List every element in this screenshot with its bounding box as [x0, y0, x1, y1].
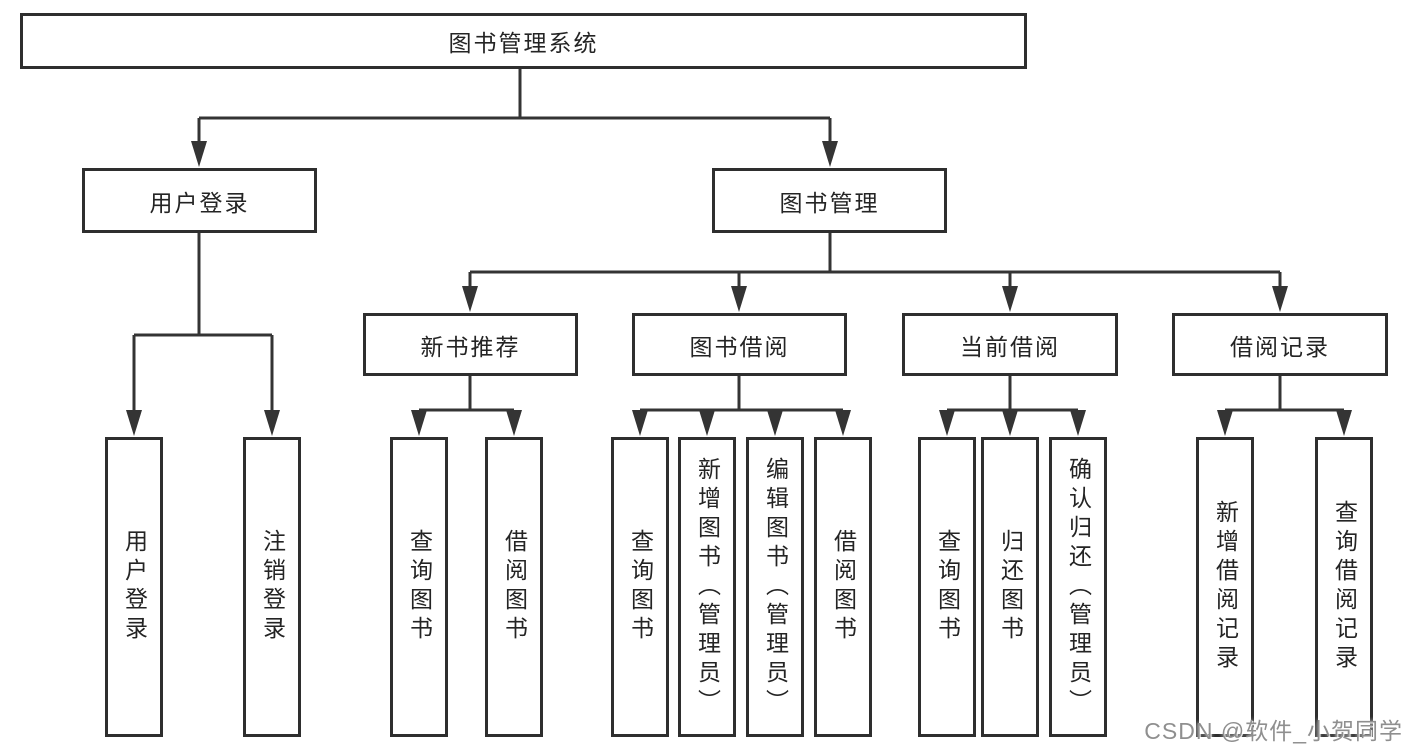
- node-borrow-record-label: 借阅记录: [1230, 333, 1330, 360]
- leaf-confirm-return-admin: 确认归还（管理员）: [1049, 437, 1107, 737]
- node-book-management-label: 图书管理: [779, 189, 880, 216]
- leaf-logout: 注销登录: [243, 437, 301, 737]
- leaf-add-books-admin-label: 新增图书（管理员）: [694, 456, 721, 718]
- connector-new-book-recommend-to-leaves: [411, 376, 522, 436]
- leaf-logout-label: 注销登录: [259, 529, 286, 645]
- leaf-borrow-books-label: 借阅图书: [830, 529, 857, 645]
- node-user-login-label: 用户登录: [149, 189, 250, 216]
- leaf-query-books-recommend: 查询图书: [390, 437, 448, 737]
- leaf-query-borrow-record-label: 查询借阅记录: [1331, 500, 1358, 674]
- leaf-borrow-books-recommend: 借阅图书: [485, 437, 543, 737]
- node-book-management: 图书管理: [712, 168, 947, 233]
- leaf-borrow-books: 借阅图书: [814, 437, 872, 737]
- node-book-borrow: 图书借阅: [632, 313, 847, 376]
- connector-book-borrow-to-leaves: [632, 376, 851, 436]
- node-current-borrow: 当前借阅: [902, 313, 1118, 376]
- node-new-book-recommend-label: 新书推荐: [420, 333, 521, 360]
- csdn-watermark: CSDN @软件_小贺同学: [1144, 718, 1403, 744]
- leaf-borrow-books-recommend-label: 借阅图书: [501, 529, 528, 645]
- leaf-query-books-borrow: 查询图书: [611, 437, 669, 737]
- leaf-add-borrow-record-label: 新增借阅记录: [1212, 500, 1239, 674]
- connector-borrow-record-to-leaves: [1217, 376, 1352, 436]
- leaf-edit-books-admin-label: 编辑图书（管理员）: [762, 456, 789, 718]
- leaf-return-books: 归还图书: [981, 437, 1039, 737]
- connector-user-login-to-leaves: [126, 233, 280, 436]
- leaf-add-borrow-record: 新增借阅记录: [1196, 437, 1254, 737]
- leaf-query-books-current-label: 查询图书: [934, 529, 961, 645]
- connector-root-to-level2: [191, 69, 838, 167]
- leaf-user-login-label: 用户登录: [121, 529, 148, 645]
- node-new-book-recommend: 新书推荐: [363, 313, 578, 376]
- node-current-borrow-label: 当前借阅: [960, 333, 1060, 360]
- leaf-add-books-admin: 新增图书（管理员）: [678, 437, 736, 737]
- connector-book-mgmt-to-level3: [462, 233, 1288, 312]
- leaf-query-borrow-record: 查询借阅记录: [1315, 437, 1373, 737]
- node-borrow-record: 借阅记录: [1172, 313, 1388, 376]
- connector-current-borrow-to-leaves: [939, 376, 1086, 436]
- leaf-confirm-return-admin-label: 确认归还（管理员）: [1065, 456, 1092, 718]
- node-user-login: 用户登录: [82, 168, 317, 233]
- node-book-borrow-label: 图书借阅: [689, 333, 790, 360]
- leaf-user-login: 用户登录: [105, 437, 163, 737]
- leaf-edit-books-admin: 编辑图书（管理员）: [746, 437, 804, 737]
- node-root-label: 图书管理系统: [448, 30, 599, 56]
- leaf-query-books-borrow-label: 查询图书: [627, 529, 654, 645]
- leaf-query-books-current: 查询图书: [918, 437, 976, 737]
- leaf-query-books-recommend-label: 查询图书: [406, 529, 433, 645]
- node-root-library-system: 图书管理系统: [20, 13, 1027, 69]
- leaf-return-books-label: 归还图书: [997, 529, 1024, 645]
